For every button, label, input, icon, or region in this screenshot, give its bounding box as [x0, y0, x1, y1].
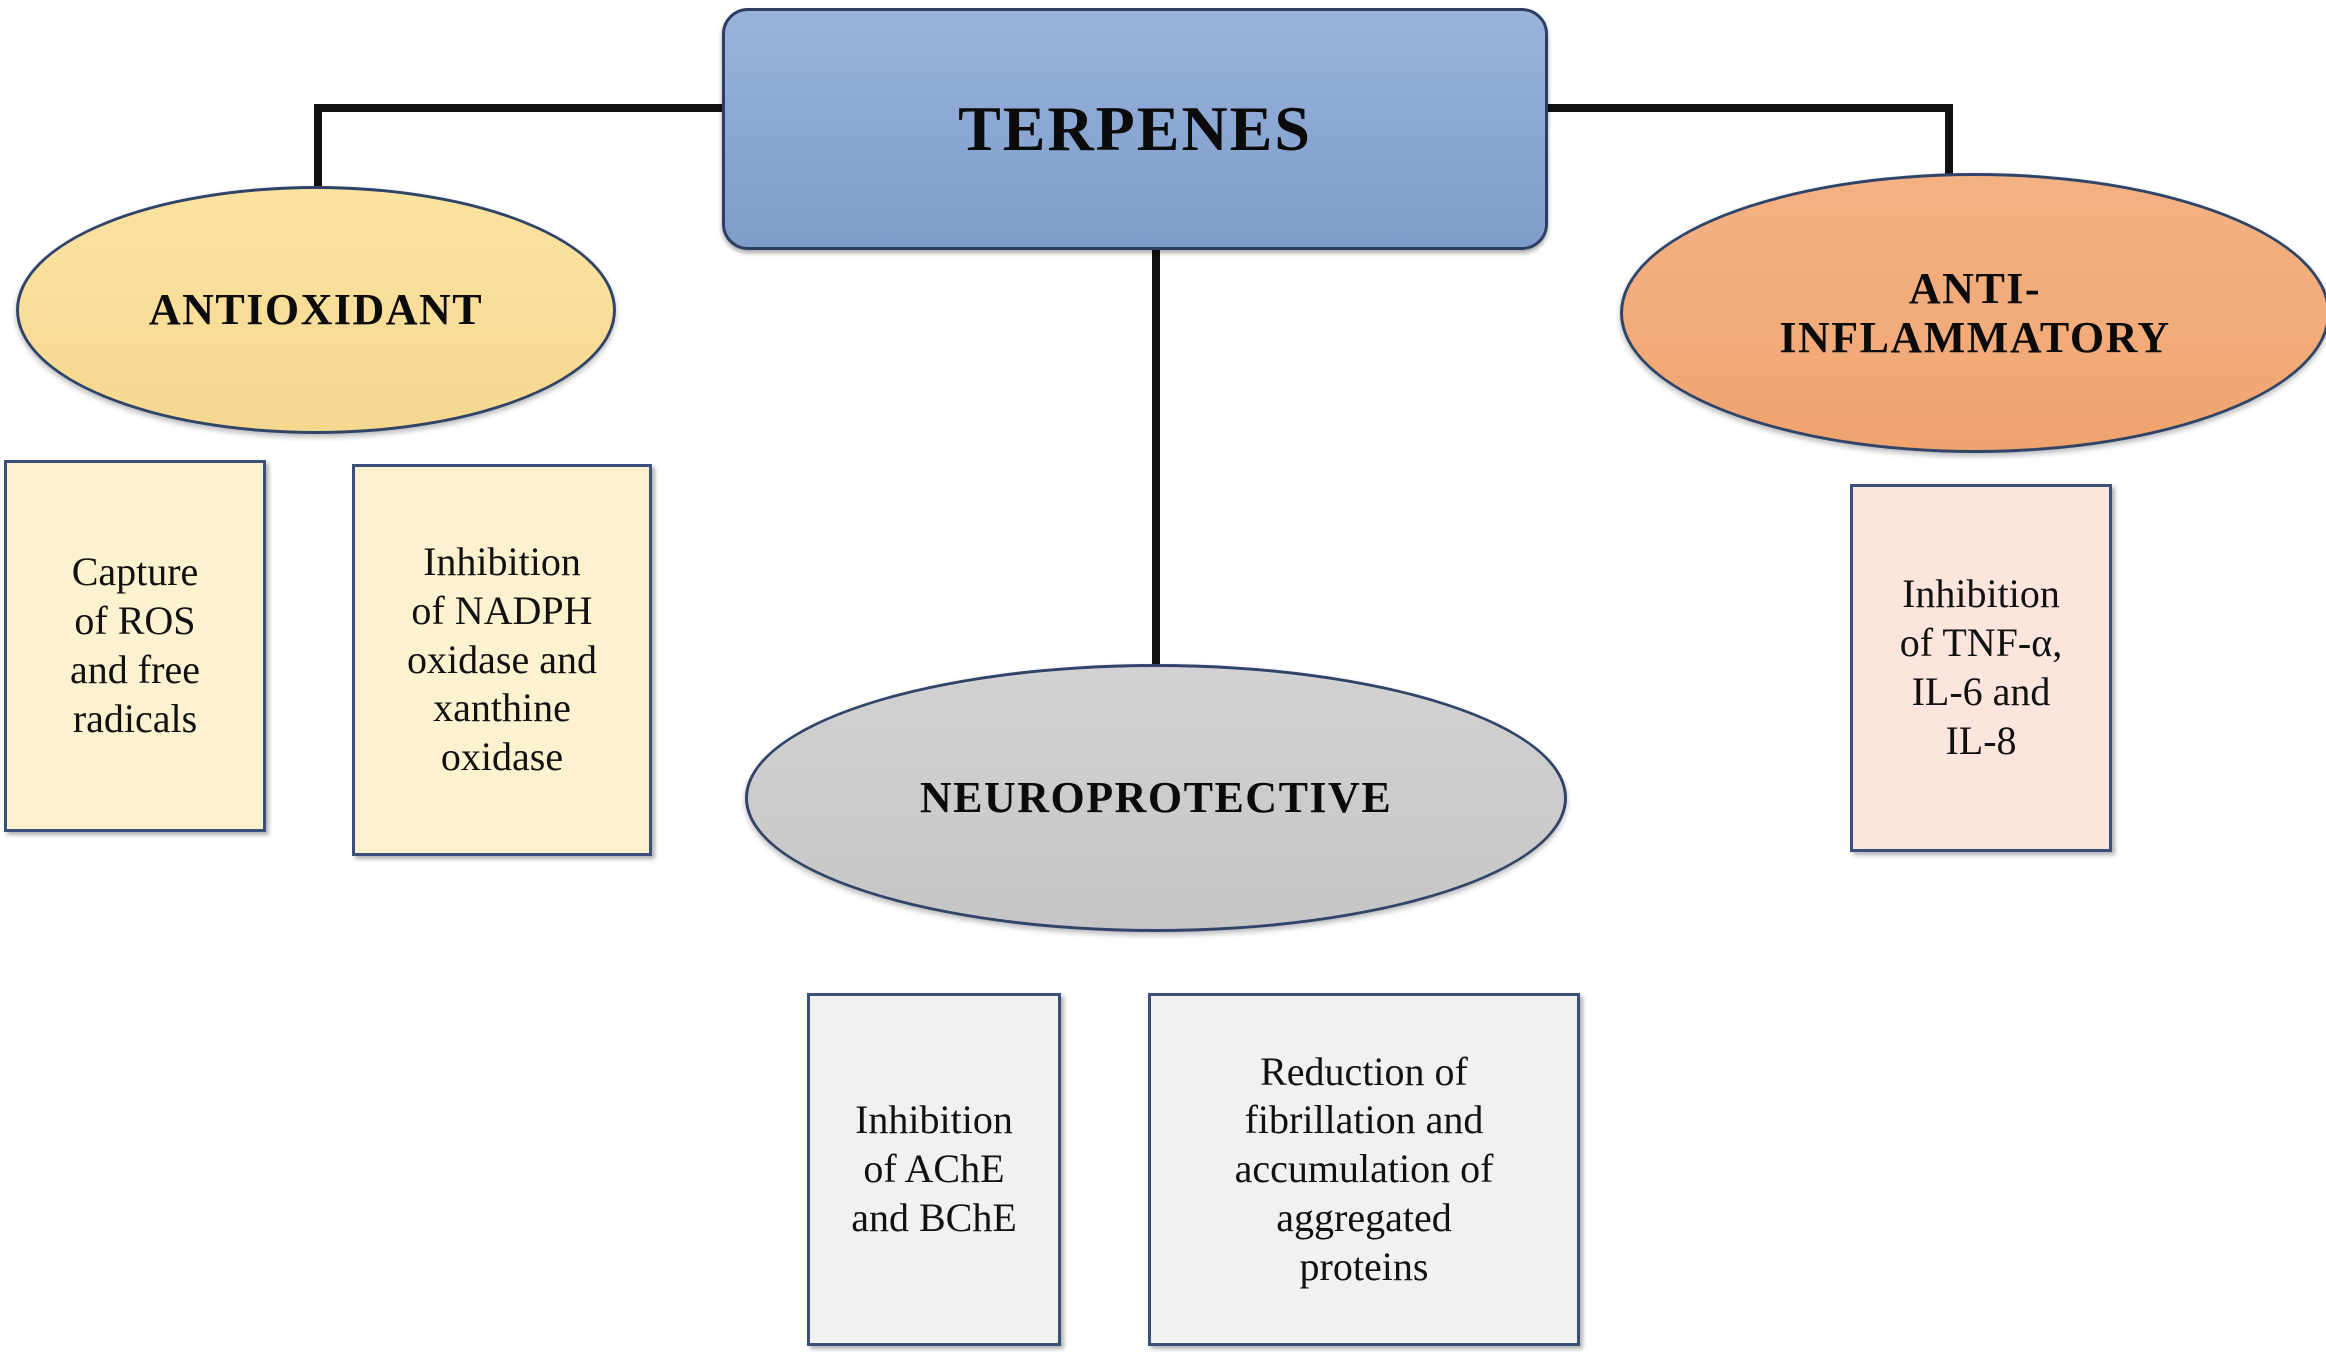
branch-node-antioxidant[interactable]: ANTIOXIDANT — [16, 186, 616, 434]
branch-label-antioxidant: ANTIOXIDANT — [148, 285, 484, 335]
branch-node-anti-inflammatory[interactable]: ANTI- INFLAMMATORY — [1620, 173, 2326, 453]
root-node-terpenes[interactable]: TERPENES — [722, 8, 1548, 250]
detail-card-text: Inhibition of AChE and BChE — [851, 1097, 1017, 1240]
detail-card-text: Reduction of fibrillation and accumulati… — [1234, 1048, 1494, 1289]
detail-card-nadph-oxidase[interactable]: Inhibition of NADPH oxidase and xanthine… — [352, 464, 652, 856]
branch-node-neuroprotective[interactable]: NEUROPROTECTIVE — [745, 664, 1567, 932]
connector-root-to-antioxidant — [314, 104, 726, 196]
branch-label-neuroprotective: NEUROPROTECTIVE — [919, 773, 1393, 823]
detail-card-text: Inhibition of TNF-α, IL-6 and IL-8 — [1899, 571, 2063, 763]
root-node-label: TERPENES — [958, 93, 1312, 164]
detail-card-fibrillation[interactable]: Reduction of fibrillation and accumulati… — [1148, 993, 1580, 1346]
connector-root-to-anti-inflammatory — [1544, 104, 1953, 184]
detail-card-capture-ros[interactable]: Capture of ROS and free radicals — [4, 460, 266, 832]
detail-card-ache-bche[interactable]: Inhibition of AChE and BChE — [807, 993, 1061, 1346]
detail-card-cytokines[interactable]: Inhibition of TNF-α, IL-6 and IL-8 — [1850, 484, 2112, 852]
branch-label-anti-inflammatory: ANTI- INFLAMMATORY — [1779, 263, 2171, 362]
detail-card-text: Inhibition of NADPH oxidase and xanthine… — [407, 539, 597, 780]
detail-card-text: Capture of ROS and free radicals — [70, 549, 200, 741]
